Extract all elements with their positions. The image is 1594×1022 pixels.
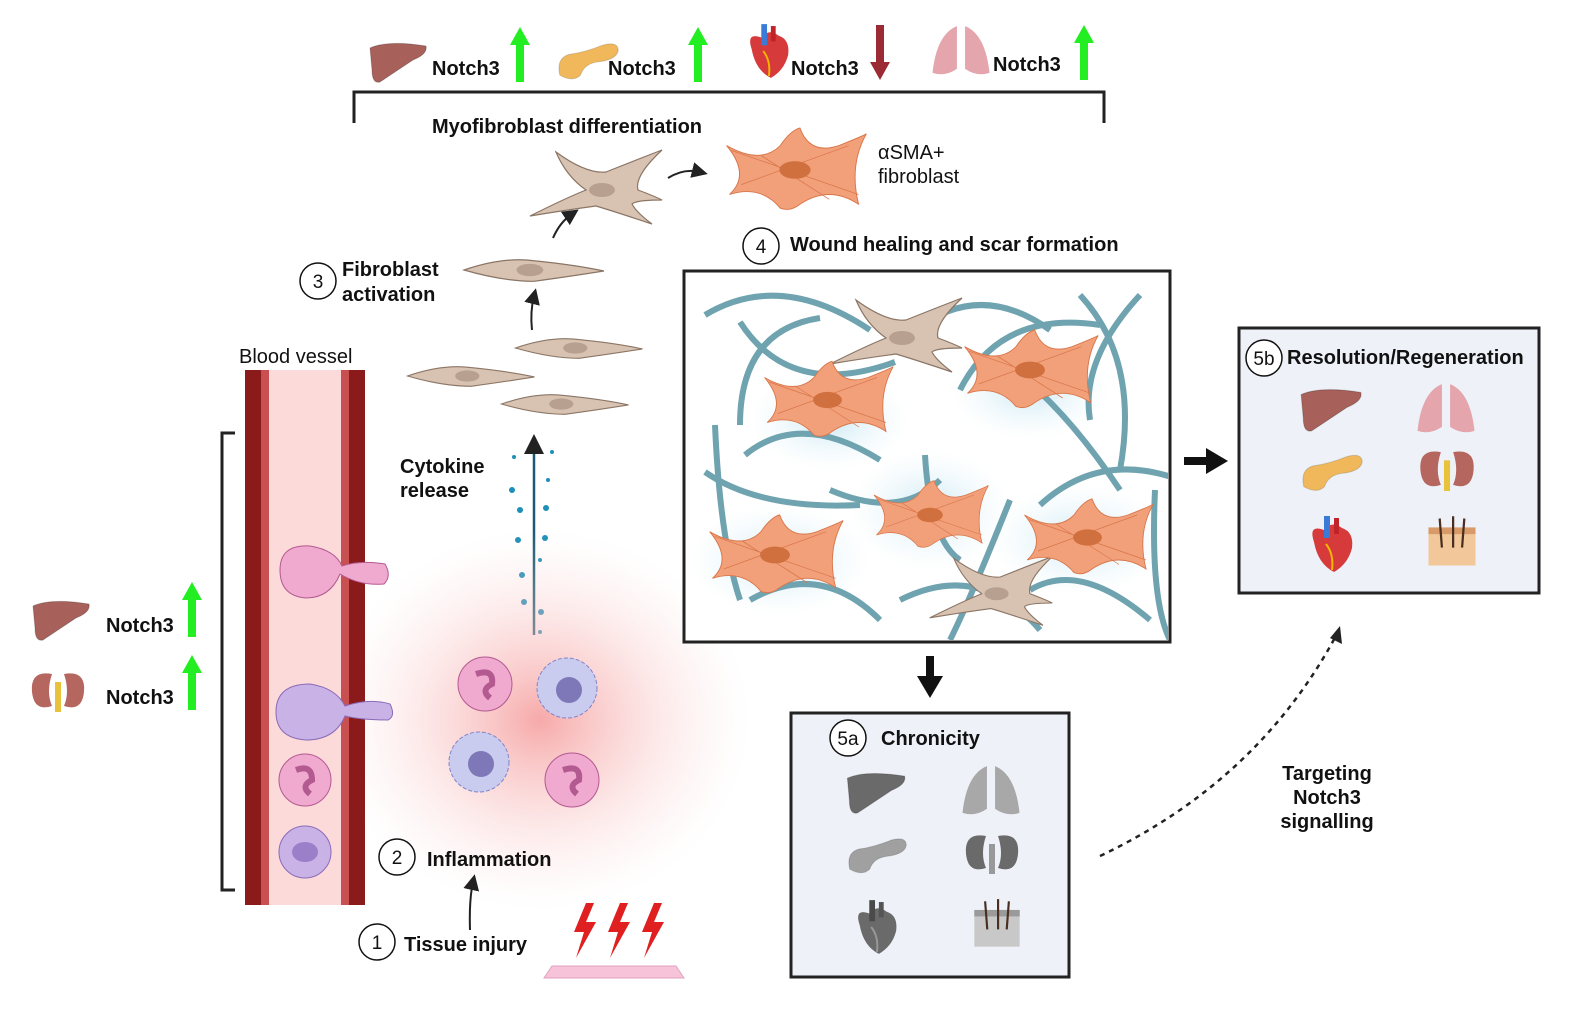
arrow <box>667 162 708 179</box>
step-5b-label: Resolution/Regeneration <box>1287 347 1524 369</box>
arrow-to-resolution <box>1184 448 1228 474</box>
heart-icon <box>749 23 790 79</box>
chronicity-panel: 5a Chronicity <box>789 711 1071 979</box>
step-4-circle <box>742 227 780 265</box>
step-5a-number: 5a <box>837 729 859 750</box>
step-2-circle <box>378 838 416 876</box>
bracket <box>352 90 1106 123</box>
immune-cells <box>448 656 600 808</box>
inflammation-glow <box>330 530 750 910</box>
top-item-liver: Notch3 <box>369 27 530 83</box>
blood-vessel-label: Blood vessel <box>239 346 352 368</box>
fibroblast <box>406 366 536 387</box>
step-5a-label: Chronicity <box>881 728 981 750</box>
notch3-label: Notch3 <box>791 58 859 80</box>
cytokine-label: Cytokine <box>400 456 484 478</box>
top-item-pancreas: Notch3 <box>558 27 708 82</box>
liver-icon <box>32 600 90 641</box>
arrow <box>552 209 579 239</box>
up-arrow-icon <box>1074 25 1094 80</box>
liver-icon <box>369 42 427 83</box>
lightning-icons <box>574 903 664 958</box>
step-3-number: 3 <box>313 272 324 293</box>
arrow-to-chronicity <box>917 656 943 698</box>
fibroblast <box>500 394 630 415</box>
step-5b-number: 5b <box>1253 349 1274 370</box>
top-organ-row: Notch3 Notch3 Notch3 Notch3 <box>352 23 1106 123</box>
step-2-number: 2 <box>392 848 403 869</box>
left-bracket <box>220 431 235 892</box>
blood-vessel <box>245 370 365 905</box>
step-3-label-2: activation <box>342 284 435 306</box>
tissue-icon <box>543 965 685 979</box>
notch3-label: Notch3 <box>432 58 500 80</box>
notch3-label: Notch3 <box>608 58 676 80</box>
step-2-label: Inflammation <box>427 849 551 871</box>
scar-formation-panel <box>682 269 1172 644</box>
up-arrow-icon <box>510 27 530 82</box>
top-item-heart: Notch3 <box>749 23 890 80</box>
top-item-lung: Notch3 <box>932 25 1094 80</box>
resolution-panel: 5b Resolution/Regeneration <box>1237 326 1541 595</box>
asma-label-2: fibroblast <box>878 166 960 188</box>
step-5b-circle <box>1245 339 1283 377</box>
leukocytes-in-vessel <box>275 545 394 879</box>
arrowhead <box>1330 626 1342 644</box>
step-4-label: Wound healing and scar formation <box>790 234 1119 256</box>
step-3-circle <box>299 262 337 300</box>
kidney-icon <box>31 673 85 712</box>
up-arrow-icon <box>182 655 202 710</box>
myofibroblast-title: Myofibroblast differentiation <box>432 116 702 138</box>
arrow <box>524 288 540 331</box>
up-arrow-icon <box>688 27 708 82</box>
step-3-label: Fibroblast <box>342 259 439 281</box>
targeting-label-2: Notch3 <box>1293 787 1361 809</box>
step-1-number: 1 <box>372 933 383 954</box>
targeting-label: Targeting <box>1282 763 1372 785</box>
fibroblast <box>514 338 644 359</box>
targeting-label-3: signalling <box>1280 811 1373 833</box>
notch3-label: Notch3 <box>993 54 1061 76</box>
myofibroblast-cell <box>726 127 867 210</box>
activated-fibroblast <box>463 259 605 282</box>
lung-icon <box>932 26 990 75</box>
fibroblast-cell <box>529 149 663 225</box>
step-4-number: 4 <box>756 237 767 258</box>
notch3-label: Notch3 <box>106 687 174 709</box>
arrow <box>463 874 480 931</box>
step-1-label: Tissue injury <box>404 934 528 956</box>
asma-label: αSMA+ <box>878 142 945 164</box>
down-arrow-icon <box>870 25 890 80</box>
up-arrow-icon <box>182 582 202 637</box>
step-5a-circle <box>829 719 867 757</box>
cytokine-label-2: release <box>400 480 469 502</box>
notch3-label: Notch3 <box>106 615 174 637</box>
step-1-circle <box>358 923 396 961</box>
left-organ-row: Notch3 Notch3 <box>31 582 202 712</box>
